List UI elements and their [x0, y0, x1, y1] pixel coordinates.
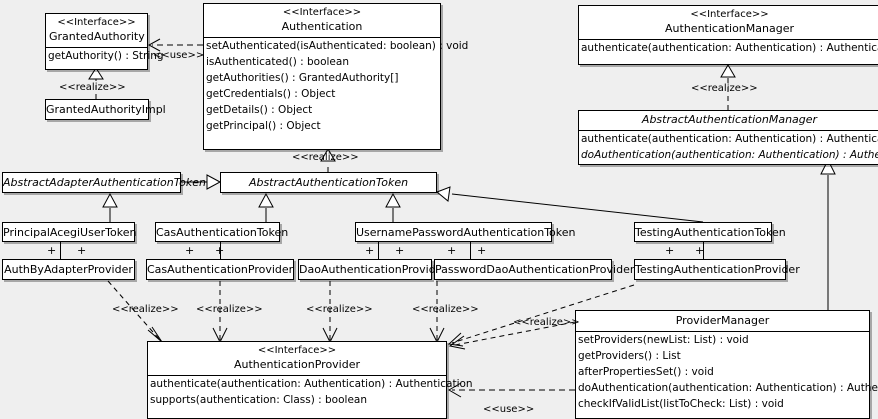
edge-label-realize-granted-authority-impl: <<realize>> — [59, 82, 126, 93]
class-abstract-authentication-token[interactable]: AbstractAuthenticationToken — [220, 172, 437, 193]
edge-label-use-granted-authority: <<use>> — [153, 50, 205, 61]
class-member: doAuthentication(authentication: Authent… — [578, 382, 878, 394]
stereotype-label: <<Interface>> — [282, 7, 362, 18]
class-abstract-adapter-authentication-token[interactable]: AbstractAdapterAuthenticationToken — [2, 172, 206, 193]
class-member: supports(authentication: Class) : boolea… — [150, 394, 367, 406]
association-line-dao — [378, 242, 379, 259]
class-dao-authentication-provider[interactable]: DaoAuthenticationProvider — [298, 259, 447, 280]
class-member: getPrincipal() : Object — [206, 120, 321, 132]
association-marker: + — [477, 244, 487, 257]
association-line-password-dao — [470, 242, 471, 259]
class-member: doAuthentication(authentication: Authent… — [581, 149, 878, 161]
class-member: getAuthorities() : GrantedAuthority[] — [206, 72, 399, 84]
association-marker: + — [77, 244, 87, 257]
edge-label-realize-authentication-token: <<realize>> — [292, 152, 359, 163]
association-marker: + — [447, 244, 457, 257]
stereotype-label: <<Interface>> — [690, 9, 769, 20]
association-marker: + — [665, 244, 675, 257]
class-username-password-authentication-token[interactable]: UsernamePasswordAuthenticationToken — [355, 222, 576, 242]
association-line-cas — [220, 242, 221, 259]
class-member: setProviders(newList: List) : void — [578, 334, 749, 346]
edge-label-realize-authentication-manager: <<realize>> — [691, 83, 758, 94]
class-header: ProviderManager — [576, 311, 869, 331]
class-header: AbstractAuthenticationManager — [579, 111, 878, 130]
class-testing-authentication-token[interactable]: TestingAuthenticationToken — [634, 222, 786, 242]
class-password-dao-authentication-provider[interactable]: PasswordDaoAuthenticationProvider — [434, 259, 634, 280]
class-name-label: GrantedAuthority — [49, 30, 145, 43]
stereotype-label: <<Interface>> — [257, 345, 337, 356]
class-member: getDetails() : Object — [206, 104, 313, 116]
stereotype-label: <<Interface>> — [57, 17, 136, 28]
class-member: getCredentials() : Object — [206, 88, 336, 100]
class-header: <<Interface>> GrantedAuthority — [46, 14, 147, 47]
class-authentication-provider[interactable]: <<Interface>> AuthenticationProvider aut… — [147, 341, 473, 419]
association-marker: + — [695, 244, 705, 257]
association-line-principal-acegi — [60, 242, 61, 259]
association-marker: + — [185, 244, 195, 257]
class-granted-authority[interactable]: <<Interface>> GrantedAuthority getAuthor… — [45, 13, 164, 70]
class-testing-authentication-provider[interactable]: TestingAuthenticationProvider — [634, 259, 800, 280]
class-cas-authentication-token[interactable]: CasAuthenticationToken — [155, 222, 288, 242]
class-name-label: ProviderManager — [675, 314, 770, 327]
class-member: getAuthority() : String — [48, 50, 164, 62]
class-name-label: AuthenticationProvider — [233, 358, 361, 371]
class-auth-by-adapter-provider[interactable]: AuthByAdapterProvider — [2, 259, 135, 280]
class-members: getAuthority() : String — [46, 47, 164, 64]
class-cas-authentication-provider[interactable]: CasAuthenticationProvider — [146, 259, 294, 280]
association-line-testing — [703, 242, 704, 259]
edge-label-realize-auth-by-adapter: <<realize>> — [112, 304, 179, 315]
class-name-label: AbstractAuthenticationManager — [641, 113, 818, 126]
class-member: authenticate(authentication: Authenticat… — [581, 133, 878, 145]
class-members: authenticate(authentication: Authenticat… — [579, 39, 878, 56]
class-abstract-authentication-manager[interactable]: AbstractAuthenticationManager authentica… — [578, 110, 878, 165]
association-marker: + — [395, 244, 405, 257]
class-member: getProviders() : List — [578, 350, 681, 362]
class-name-label: Authentication — [281, 20, 363, 33]
class-header: <<Interface>> AuthenticationProvider — [148, 342, 446, 375]
association-marker: + — [215, 244, 225, 257]
edge-label-realize-password-dao-provider: <<realize>> — [412, 304, 479, 315]
class-provider-manager[interactable]: ProviderManager setProviders(newList: Li… — [575, 310, 878, 419]
class-members: setProviders(newList: List) : void getPr… — [576, 331, 878, 412]
edge-label-realize-cas-provider: <<realize>> — [196, 304, 263, 315]
association-marker: + — [47, 244, 57, 257]
class-member: authenticate(authentication: Authenticat… — [150, 378, 473, 390]
class-member: setAuthenticated(isAuthenticated: boolea… — [206, 40, 469, 52]
class-member: isAuthenticated() : boolean — [206, 56, 349, 68]
class-granted-authority-impl[interactable]: GrantedAuthorityImpl — [45, 99, 166, 120]
class-authentication[interactable]: <<Interface>> Authentication setAuthenti… — [203, 3, 469, 150]
class-header: <<Interface>> Authentication — [204, 4, 440, 37]
class-authentication-manager[interactable]: <<Interface>> AuthenticationManager auth… — [578, 5, 878, 65]
class-members: authenticate(authentication: Authenticat… — [579, 130, 878, 163]
class-header: <<Interface>> AuthenticationManager — [579, 6, 878, 39]
edge-label-realize-provider-manager: <<realize>> — [513, 317, 580, 328]
class-members: authenticate(authentication: Authenticat… — [148, 375, 473, 408]
edge-label-use-provider-manager: <<use>> — [483, 404, 535, 415]
class-member: checkIfValidList(listToCheck: List) : vo… — [578, 398, 784, 410]
class-principal-acegi-user-token[interactable]: PrincipalAcegiUserToken — [2, 222, 136, 242]
edge-label-realize-dao-provider: <<realize>> — [306, 304, 373, 315]
association-marker: + — [365, 244, 375, 257]
class-members: setAuthenticated(isAuthenticated: boolea… — [204, 37, 469, 134]
class-member: afterPropertiesSet() : void — [578, 366, 714, 378]
class-member: authenticate(authentication: Authenticat… — [581, 42, 878, 54]
class-name-label: AuthenticationManager — [665, 22, 794, 35]
